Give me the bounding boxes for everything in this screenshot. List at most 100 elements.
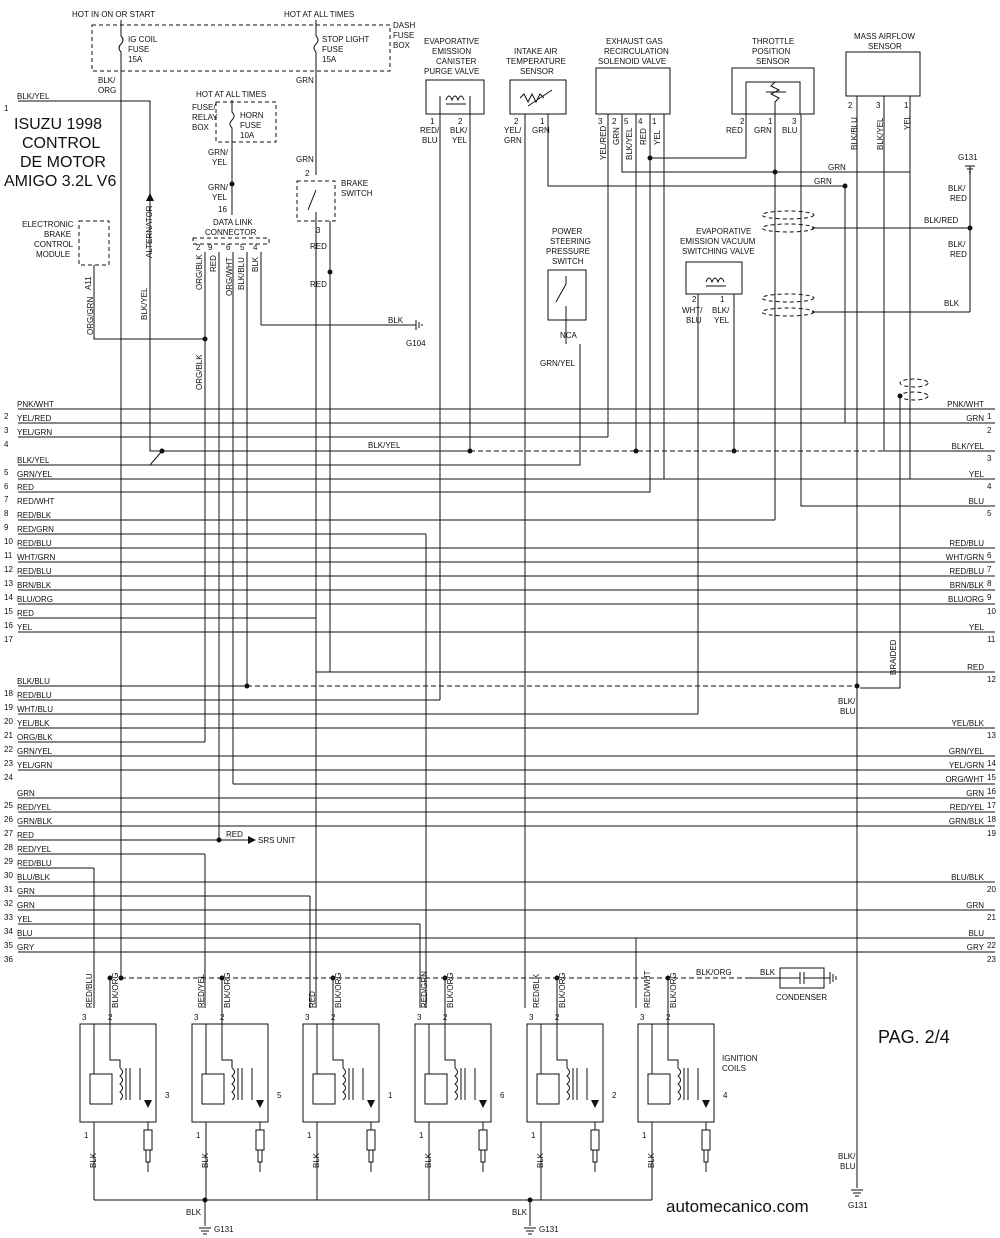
spark-plug-icon bbox=[701, 1122, 711, 1172]
pin-number: 2 bbox=[196, 243, 201, 252]
right-row-label: BRN/BLK bbox=[950, 581, 985, 590]
coil-module bbox=[536, 1073, 560, 1105]
braided-wire bbox=[860, 396, 901, 689]
wire-label: ORG/WHT bbox=[225, 257, 234, 296]
wire-label: WHT/ bbox=[682, 306, 703, 315]
tps-sensor bbox=[731, 67, 815, 115]
wire-label: YEL bbox=[212, 193, 228, 202]
diode-icon bbox=[702, 1100, 710, 1108]
pin-number: 3 bbox=[316, 226, 321, 235]
left-row-number: 5 bbox=[4, 468, 9, 477]
coil-module bbox=[647, 1073, 671, 1105]
coil-module bbox=[424, 1073, 448, 1105]
wire-label: BLK/ bbox=[712, 306, 730, 315]
left-row-number: 35 bbox=[4, 941, 13, 950]
title-line-2: CONTROL bbox=[22, 135, 100, 152]
pin-number: 1 bbox=[652, 117, 657, 126]
ebcm-label: MODULE bbox=[36, 250, 70, 259]
left-row-label: BRN/BLK bbox=[17, 581, 52, 590]
ig-coil-fuse-label: 15A bbox=[128, 55, 143, 64]
left-row-label: GRN bbox=[17, 789, 35, 798]
pin-number: 3 bbox=[82, 1013, 87, 1022]
left-row-label: RED/GRN bbox=[17, 525, 54, 534]
ebcm-module bbox=[78, 220, 110, 266]
wire-label: BLU bbox=[840, 1162, 856, 1171]
right-row-label: GRN bbox=[966, 901, 984, 910]
right-row-label: BLU/BLK bbox=[951, 873, 985, 882]
left-row-label: RED/BLU bbox=[17, 859, 52, 868]
right-row-number: 17 bbox=[987, 801, 996, 810]
left-row-number: 34 bbox=[4, 927, 13, 936]
left-row-label: WHT/GRN bbox=[17, 553, 55, 562]
shield-icon bbox=[899, 378, 929, 388]
fuse-relay-label: FUSE/ bbox=[192, 103, 216, 112]
pin-number: 3 bbox=[876, 101, 881, 110]
coil-module bbox=[201, 1073, 225, 1105]
left-row-number: 10 bbox=[4, 537, 13, 546]
fuse-relay-label: RELAY bbox=[192, 113, 218, 122]
left-row-label: RED/YEL bbox=[17, 845, 52, 854]
switch-icon bbox=[555, 276, 567, 344]
left-row-label: GRN/BLK bbox=[17, 817, 53, 826]
left-row-label: RED bbox=[17, 483, 34, 492]
right-row-label: YEL bbox=[969, 470, 985, 479]
iat-label: TEMPERATURE bbox=[506, 57, 566, 66]
pin-number: 1 bbox=[540, 117, 545, 126]
wire-label: RED bbox=[726, 126, 743, 135]
evap-purge-label: PURGE VALVE bbox=[424, 67, 479, 76]
left-row-number: 16 bbox=[4, 621, 13, 630]
left-row-number: 33 bbox=[4, 913, 13, 922]
right-row-number: 13 bbox=[987, 731, 996, 740]
coil-number: 6 bbox=[500, 1091, 505, 1100]
shield-icon bbox=[761, 293, 815, 303]
wire-label: BLK bbox=[760, 968, 776, 977]
coil-winding-icon bbox=[93, 1024, 141, 1101]
wire-label: BLK/ORG bbox=[558, 972, 567, 1008]
ground-icon bbox=[829, 972, 837, 984]
pin-number: 3 bbox=[194, 1013, 199, 1022]
maf-label: MASS AIRFLOW bbox=[854, 32, 915, 41]
stop-light-fuse-label: FUSE bbox=[322, 45, 343, 54]
diode-icon bbox=[144, 1100, 152, 1108]
shield-icon bbox=[761, 307, 815, 317]
left-row-number: 23 bbox=[4, 759, 13, 768]
wire-label: YEL bbox=[212, 158, 228, 167]
right-row-number: 11 bbox=[987, 635, 996, 644]
ps-switch-label: STEERING bbox=[550, 237, 591, 246]
ground-g131-label: G131 bbox=[848, 1201, 868, 1210]
wire-label: BLK/YEL bbox=[876, 117, 885, 150]
horn-fuse-label: 10A bbox=[240, 131, 255, 140]
srs-unit-label: SRS UNIT bbox=[258, 836, 295, 845]
right-row-label: RED bbox=[967, 663, 984, 672]
alternator-wire bbox=[18, 100, 162, 452]
splice-dot bbox=[118, 975, 124, 981]
splice-dot bbox=[107, 975, 113, 981]
coil-winding-icon bbox=[540, 1024, 588, 1101]
wire-label: YEL/RED bbox=[599, 126, 608, 160]
left-row-label: RED/BLU bbox=[17, 567, 52, 576]
title-line-1: ISUZU 1998 bbox=[14, 116, 102, 133]
evap-vac-valve bbox=[685, 261, 743, 295]
pin-number: 3 bbox=[792, 117, 797, 126]
title-line-4: AMIGO 3.2L V6 bbox=[4, 173, 116, 190]
left-row-number: 15 bbox=[4, 607, 13, 616]
wire-label: BLK bbox=[536, 1152, 545, 1168]
hot-at-all-times-label-2: HOT AT ALL TIMES bbox=[196, 90, 266, 99]
pin-number: 2 bbox=[555, 1013, 560, 1022]
shield-icon bbox=[899, 391, 929, 401]
left-row-label: BLK/YEL bbox=[17, 92, 50, 101]
right-row-label: GRN bbox=[966, 414, 984, 423]
pin-number: 3 bbox=[305, 1013, 310, 1022]
right-row-label: RED/YEL bbox=[950, 803, 985, 812]
left-row-number: 18 bbox=[4, 689, 13, 698]
dash-fuse-box-label: DASH bbox=[393, 21, 415, 30]
capacitor-icon bbox=[750, 972, 830, 984]
wire-label: RED bbox=[310, 280, 327, 289]
left-row-label: YEL/BLK bbox=[17, 719, 50, 728]
left-row-label: RED bbox=[17, 609, 34, 618]
left-row-number: 11 bbox=[4, 551, 13, 560]
right-row-label: GRN/YEL bbox=[949, 747, 985, 756]
dash-fuse-box-label: FUSE bbox=[393, 31, 414, 40]
arrow-right-icon bbox=[248, 836, 256, 844]
